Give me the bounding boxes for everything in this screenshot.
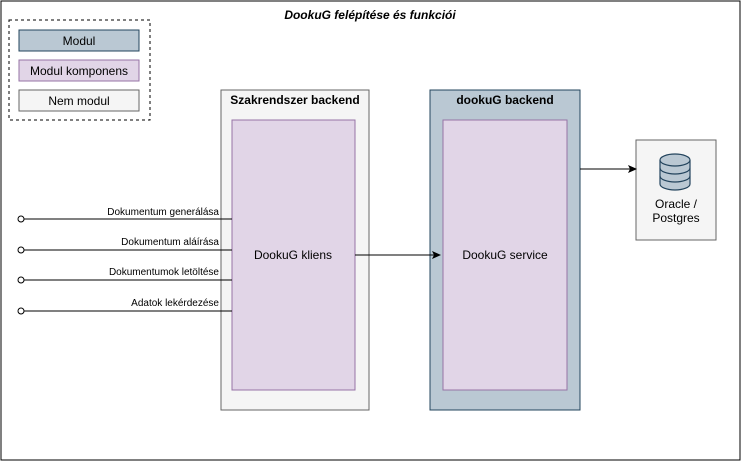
legend-label-modul-komponens: Modul komponens [30,64,128,78]
dookug-backend-container: dookuG backend DookuG service [429,89,581,411]
diagram-title: DookuG felépítése és funkciói [284,8,456,22]
input-label-3: Dokumentumok letöltése [109,267,219,278]
legend-label-modul: Modul [63,34,96,48]
dookug-kliens-label: DookuG kliens [254,248,332,262]
input-interface-4: Adatok lekérdezése [17,298,232,315]
input-interface-1: Dokumentum generálása [17,207,232,223]
legend-swatch-nem-modul [18,89,140,112]
legend-swatch-modul-komponens [18,59,140,82]
input-label-4: Adatok lekérdezése [131,298,219,309]
input-interface-3: Dokumentumok letöltése [17,267,232,284]
input-label-2: Dokumentum aláírása [121,237,219,248]
dookug-kliens-component [231,119,356,391]
szakrendszer-backend-title: Szakrendszer backend [230,93,359,107]
szakrendszer-backend-container: Szakrendszer backend DookuG kliens [220,89,370,411]
legend: Modul Modul komponens Nem modul [8,19,151,121]
dookug-backend-title: dookuG backend [456,93,553,107]
database-label-line2: Postgres [652,211,699,225]
legend-label-nem-modul: Nem modul [48,94,109,108]
dookug-service-label: DookuG service [462,248,548,262]
database-label-line1: Oracle / [655,197,698,211]
input-label-1: Dokumentum generálása [107,207,219,218]
dookug-service-component [442,119,568,391]
legend-swatch-modul [18,29,140,52]
legend-frame [8,19,151,121]
database-icon [659,153,691,191]
database-node: Oracle / Postgres [635,139,717,241]
input-interface-2: Dokumentum aláírása [17,237,232,254]
